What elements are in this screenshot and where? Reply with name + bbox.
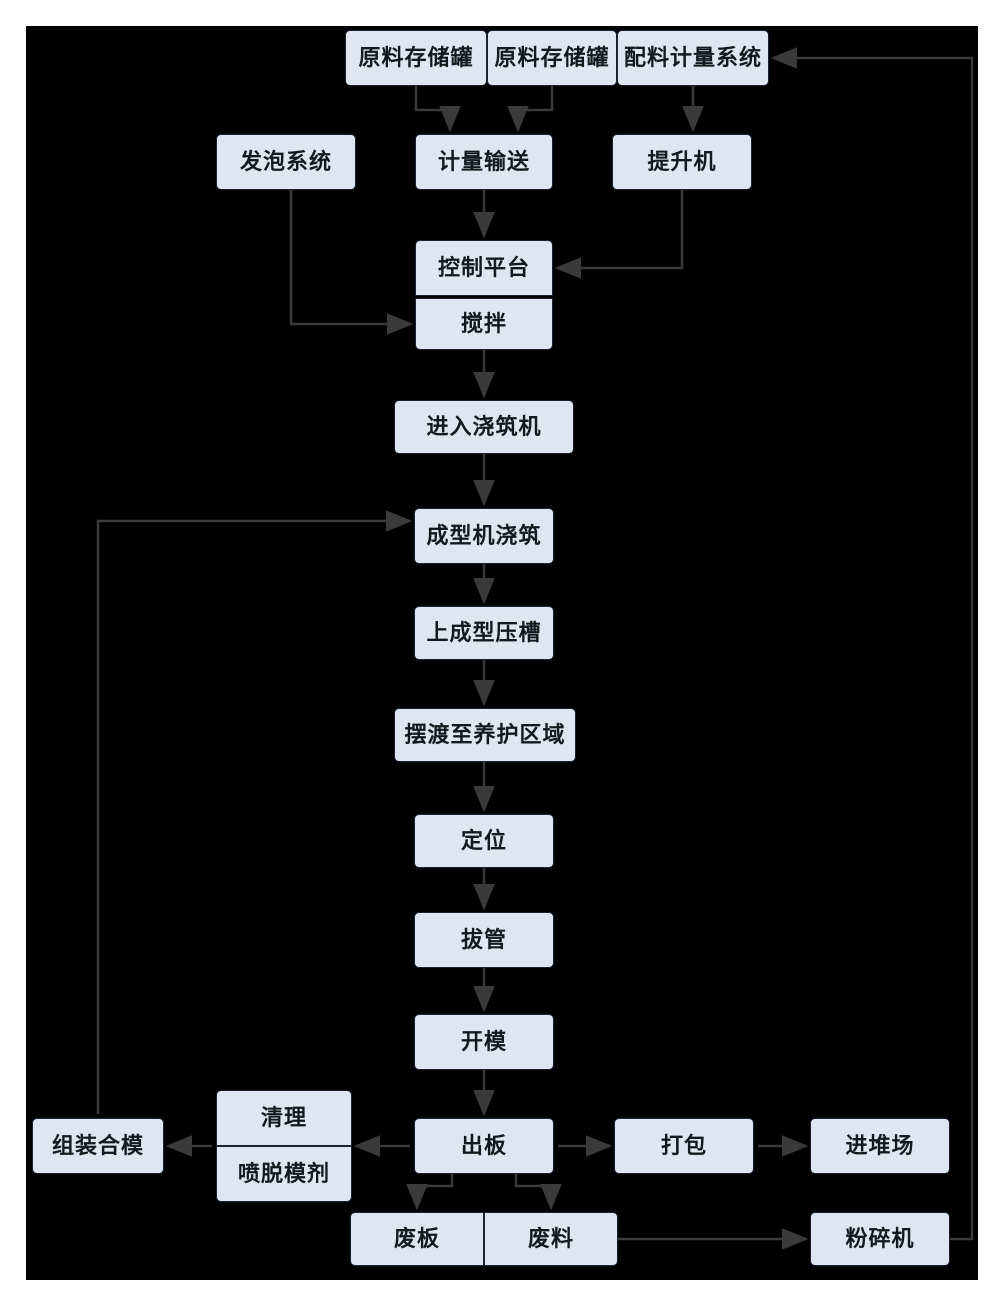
edge-tank1-metering [414,86,461,133]
node-foaming-system[interactable]: 发泡系统 [216,134,356,190]
node-waste-material[interactable]: 废料 [484,1212,618,1266]
edge-foaming-mixing [289,190,414,335]
node-board-output[interactable]: 出板 [414,1118,554,1174]
node-packing[interactable]: 打包 [614,1118,754,1174]
node-mixing[interactable]: 搅拌 [415,298,553,350]
edge-assemble-formcast [96,510,413,1114]
node-mold-opening[interactable]: 开模 [414,1014,554,1070]
node-forming-machine-casting[interactable]: 成型机浇筑 [414,508,554,564]
node-batching-metering-system[interactable]: 配料计量系统 [617,30,769,86]
node-spray-release-agent[interactable]: 喷脱模剂 [216,1146,352,1202]
node-metering-conveying[interactable]: 计量输送 [415,134,553,190]
node-ferry-to-curing-area[interactable]: 摆渡至养护区域 [394,708,576,762]
node-positioning[interactable]: 定位 [414,814,554,868]
edge-tank2-metering [507,86,554,133]
node-raw-material-tank-2[interactable]: 原料存储罐 [487,30,617,86]
node-raw-material-tank-1[interactable]: 原料存储罐 [345,30,487,86]
node-assemble-mold[interactable]: 组装合模 [32,1118,164,1174]
node-control-platform[interactable]: 控制平台 [415,240,553,296]
node-crusher[interactable]: 粉碎机 [810,1212,950,1266]
node-hoist[interactable]: 提升机 [612,134,752,190]
edge-hoist-control [554,190,684,279]
node-waste-board[interactable]: 废板 [350,1212,484,1266]
edge-crusher-batching [770,47,974,1241]
node-tube-pulling[interactable]: 拔管 [414,912,554,968]
node-enter-casting-machine[interactable]: 进入浇筑机 [394,400,574,454]
node-enter-stockyard[interactable]: 进堆场 [810,1118,950,1174]
edge-outboard-wastemat [514,1174,562,1211]
node-cleaning[interactable]: 清理 [216,1090,352,1146]
node-upper-forming-press-slot[interactable]: 上成型压槽 [414,606,554,660]
edge-outboard-wasteboard [406,1174,454,1211]
